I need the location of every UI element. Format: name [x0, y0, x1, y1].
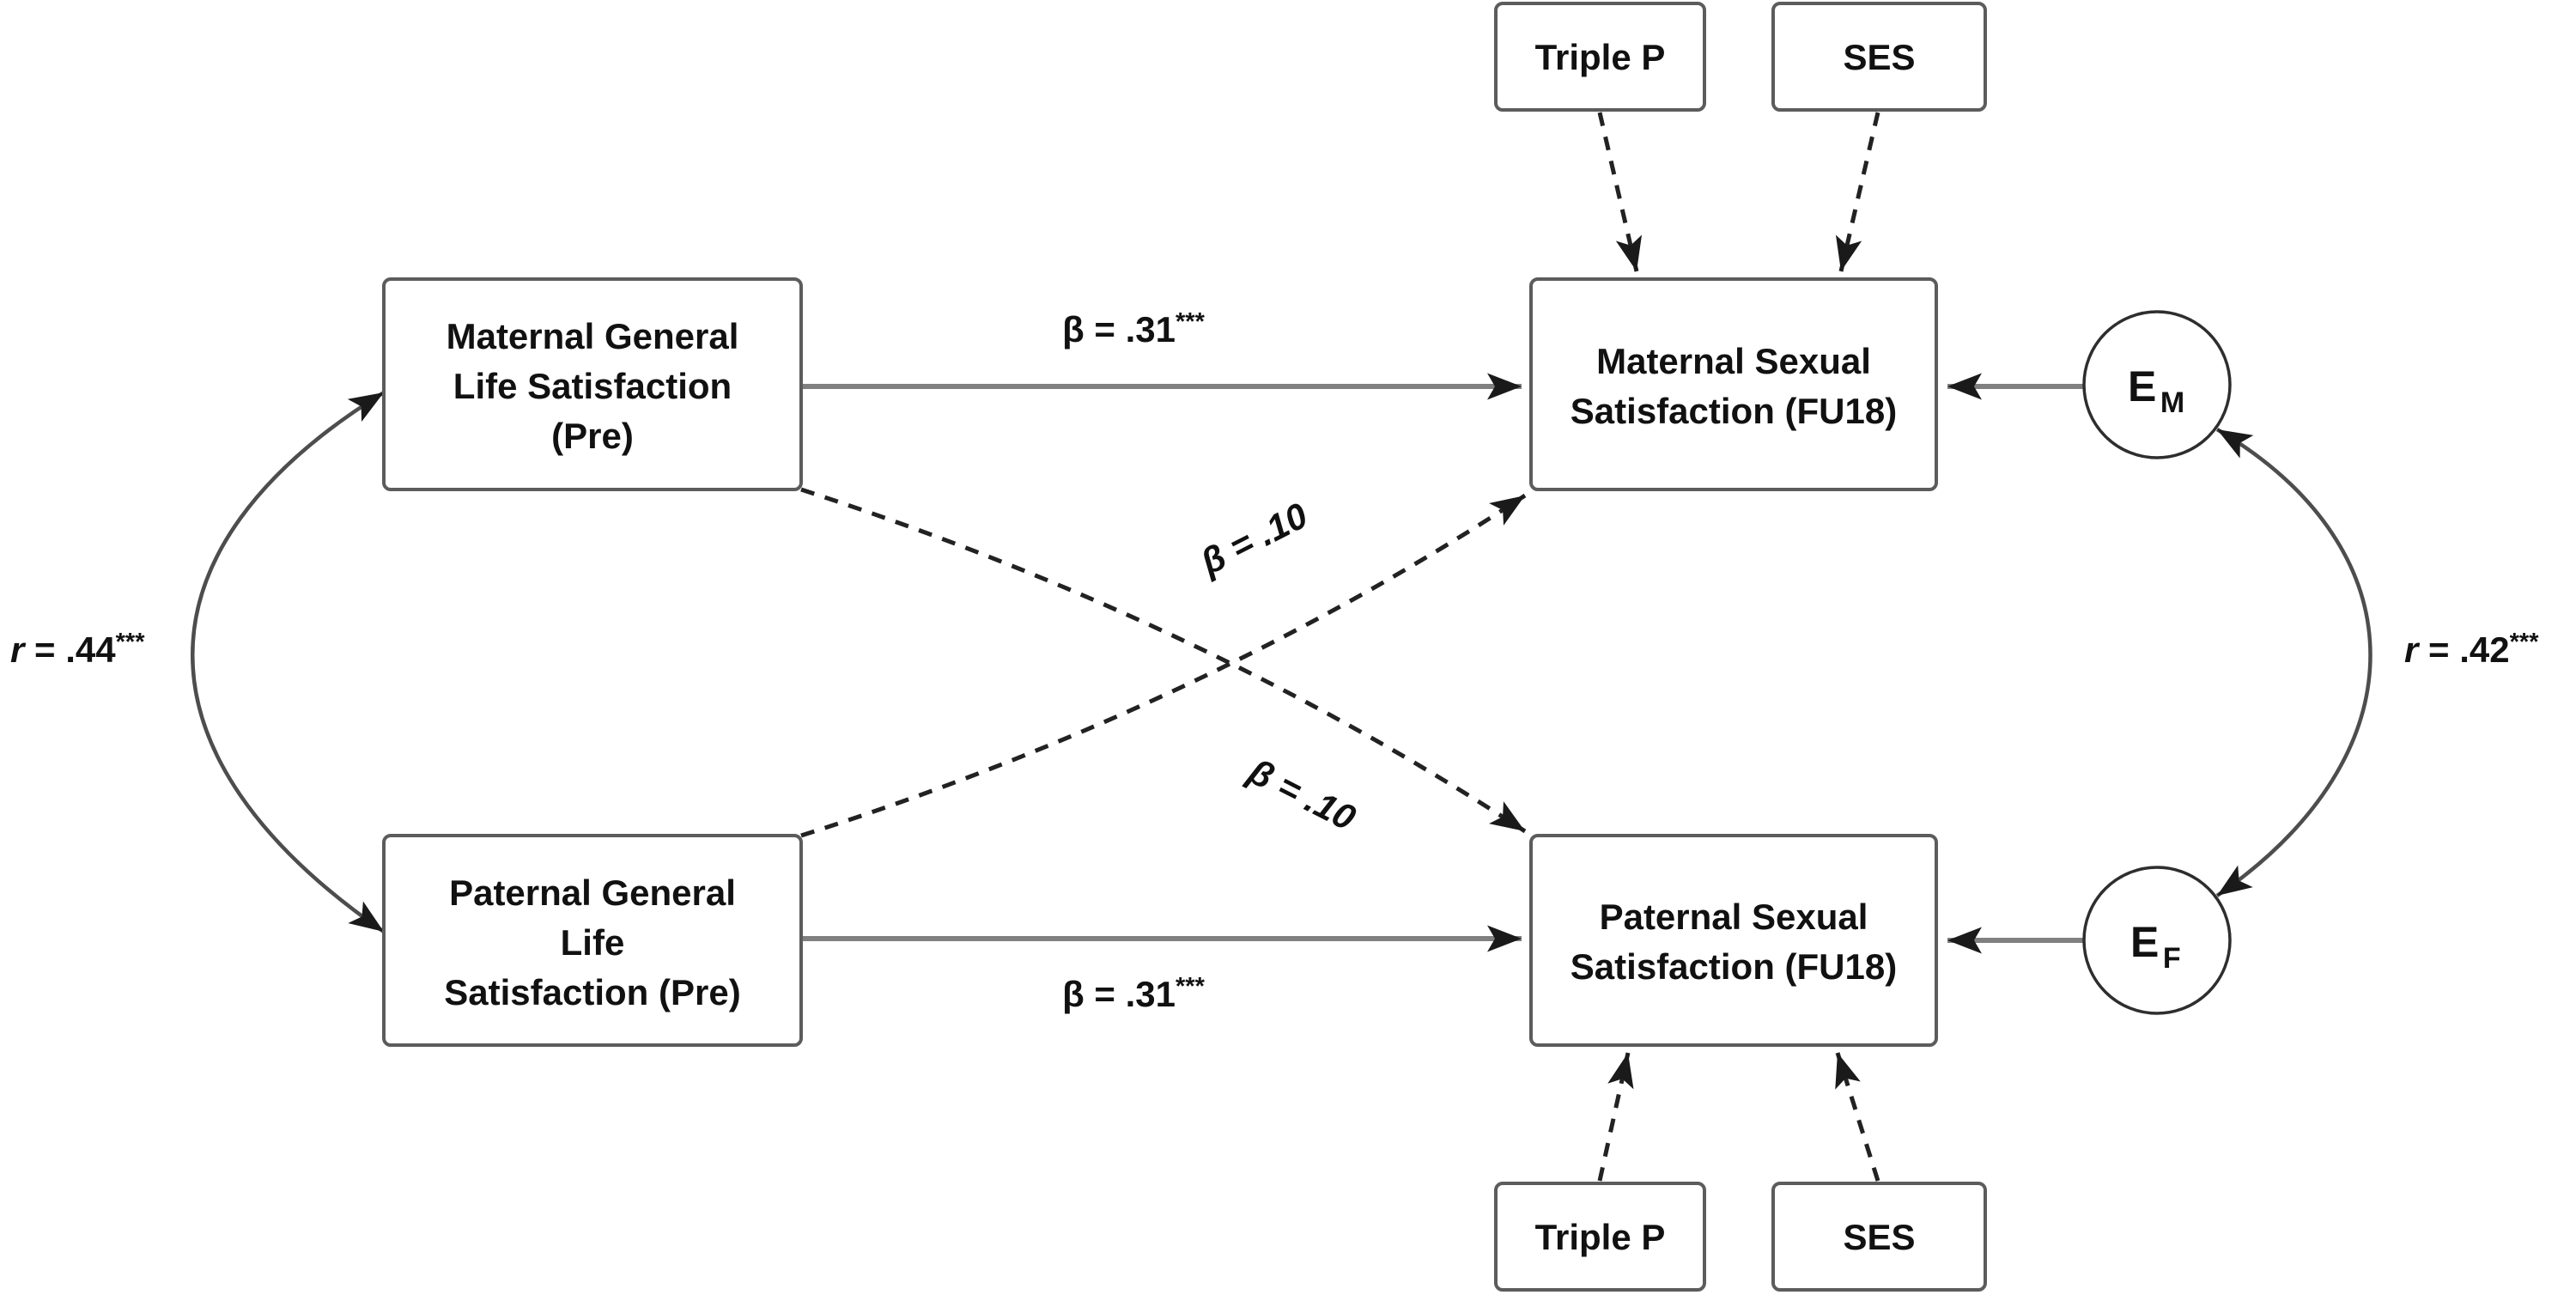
- error-paternal-label: E F: [2130, 918, 2181, 975]
- path-pre-correlation-arrow: [191, 391, 386, 933]
- mat-sex-line2: Satisfaction (FU18): [1571, 391, 1897, 431]
- node-error-paternal: E F: [2082, 866, 2232, 1015]
- path-triplep-bottom-arrow: [1597, 1052, 1634, 1182]
- mat-gen-line3: (Pre): [551, 416, 634, 456]
- node-error-maternal: E M: [2082, 310, 2232, 459]
- mat-gen-line2: Life Satisfaction: [453, 366, 732, 406]
- paternal-stability-coefficient: β = .31***: [1062, 973, 1205, 1014]
- node-triple-p-top: Triple P: [1494, 2, 1706, 112]
- pat-sex-line2: Satisfaction (FU18): [1571, 946, 1897, 987]
- pat-gen-line1: Paternal General: [449, 872, 736, 913]
- triple-p-top-label: Triple P: [1535, 37, 1666, 77]
- cross-path-to-maternal-coefficient: β = .10: [1194, 495, 1314, 582]
- path-cross-matgen-to-patsex-arrow: [800, 487, 1527, 834]
- node-paternal-general-life-satisfaction: Paternal General Life Satisfaction (Pre): [382, 834, 803, 1047]
- fu-correlation-coefficient: r = .42***: [2404, 629, 2539, 670]
- node-triple-p-bottom: Triple P: [1494, 1182, 1706, 1292]
- node-maternal-sexual-satisfaction: Maternal Sexual Satisfaction (FU18): [1529, 277, 1938, 491]
- pre-correlation-coefficient: r = .44***: [10, 629, 145, 670]
- pat-gen-line3: Satisfaction (Pre): [444, 972, 740, 1012]
- mat-gen-line1: Maternal General: [447, 316, 739, 356]
- pat-sex-line1: Paternal Sexual: [1600, 897, 1868, 937]
- mat-sex-line1: Maternal Sexual: [1596, 341, 1871, 381]
- maternal-stability-coefficient: β = .31***: [1062, 308, 1205, 350]
- cross-path-to-paternal-coefficient: β = .10: [1242, 751, 1362, 838]
- path-cross-patgen-to-matsex-arrow: [800, 493, 1527, 838]
- path-fu-correlation-arrow: [2215, 428, 2372, 897]
- edges-group: [191, 112, 2372, 1182]
- node-ses-bottom: SES: [1771, 1182, 1987, 1292]
- ses-top-label: SES: [1843, 37, 1915, 77]
- pat-gen-line2: Life: [561, 922, 625, 963]
- path-ses-top-arrow: [1835, 112, 1880, 272]
- triple-p-bottom-label: Triple P: [1535, 1217, 1666, 1257]
- ses-bottom-label: SES: [1843, 1217, 1915, 1257]
- path-triplep-top-arrow: [1597, 112, 1643, 272]
- nodes-group: Triple P SES Maternal General Life Satis…: [382, 2, 2232, 1292]
- path-ses-bottom-arrow: [1835, 1052, 1880, 1182]
- node-maternal-general-life-satisfaction: Maternal General Life Satisfaction (Pre): [382, 277, 803, 491]
- node-ses-top: SES: [1771, 2, 1987, 112]
- node-paternal-sexual-satisfaction: Paternal Sexual Satisfaction (FU18): [1529, 834, 1938, 1047]
- error-maternal-label: E M: [2128, 362, 2184, 419]
